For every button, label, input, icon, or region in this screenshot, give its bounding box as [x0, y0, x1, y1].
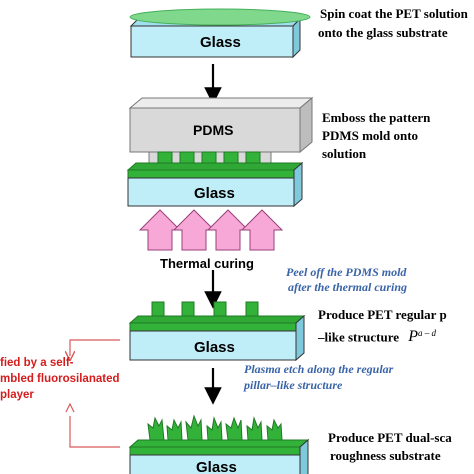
formula-superscript: a – d — [418, 328, 437, 338]
glass-label-1: Glass — [200, 34, 241, 51]
produce-dual-text-1: Produce PET dual-sca — [328, 430, 452, 445]
spin-coat-text-2: onto the glass substrate — [318, 25, 448, 40]
emboss-text-2: PDMS mold onto — [322, 128, 419, 143]
pet-layer-2 — [126, 151, 304, 179]
glass-label-3: Glass — [194, 339, 235, 356]
thermal-curing-label: Thermal curing — [160, 256, 254, 271]
step4-glass — [129, 438, 309, 474]
emboss-text-1: Emboss the pattern — [322, 110, 431, 125]
heat-arrow-2 — [172, 209, 216, 251]
modified-text-1: fied by a self- — [0, 357, 74, 369]
red-arrow-bottom — [69, 416, 120, 448]
peel-text-1: Peel off the PDMS mold — [286, 265, 407, 279]
heat-arrow-3 — [206, 209, 250, 251]
plasma-text-2: pillar–like structure — [244, 378, 343, 392]
glass-label-4: Glass — [196, 459, 237, 474]
pet-pillars-3 — [128, 301, 306, 332]
red-arrow-head-bottom — [65, 402, 75, 413]
modified-text-3: player — [0, 389, 34, 401]
step2-glass — [127, 161, 303, 208]
red-arrow-top — [70, 339, 120, 356]
step3-glass — [129, 314, 305, 362]
heat-arrow-1 — [138, 209, 182, 251]
formula-symbol: P — [408, 328, 419, 346]
heat-arrow-4 — [240, 209, 284, 251]
modified-text-2: mbled fluorosilanated — [0, 373, 120, 385]
produce-dual-text-2: roughness substrate — [330, 448, 441, 463]
produce-regular-text-2: –like structure Pa – d — [318, 325, 436, 345]
spin-coat-solution — [129, 8, 311, 26]
pdms-mold — [128, 96, 314, 169]
plasma-text-1: Plasma etch along the regular — [244, 362, 394, 376]
produce-regular-line2: –like structure — [318, 329, 399, 345]
peel-text-2: after the thermal curing — [288, 280, 408, 294]
emboss-text-3: solution — [322, 146, 367, 161]
pet-dual-scale — [128, 414, 310, 456]
red-bracket — [69, 339, 120, 448]
produce-regular-text-1: Produce PET regular p — [318, 307, 447, 322]
glass-label-2: Glass — [194, 185, 235, 202]
spin-coat-text-1: Spin coat the PET solution — [320, 6, 468, 21]
heat-arrows — [138, 209, 284, 251]
pdms-label: PDMS — [193, 122, 233, 138]
